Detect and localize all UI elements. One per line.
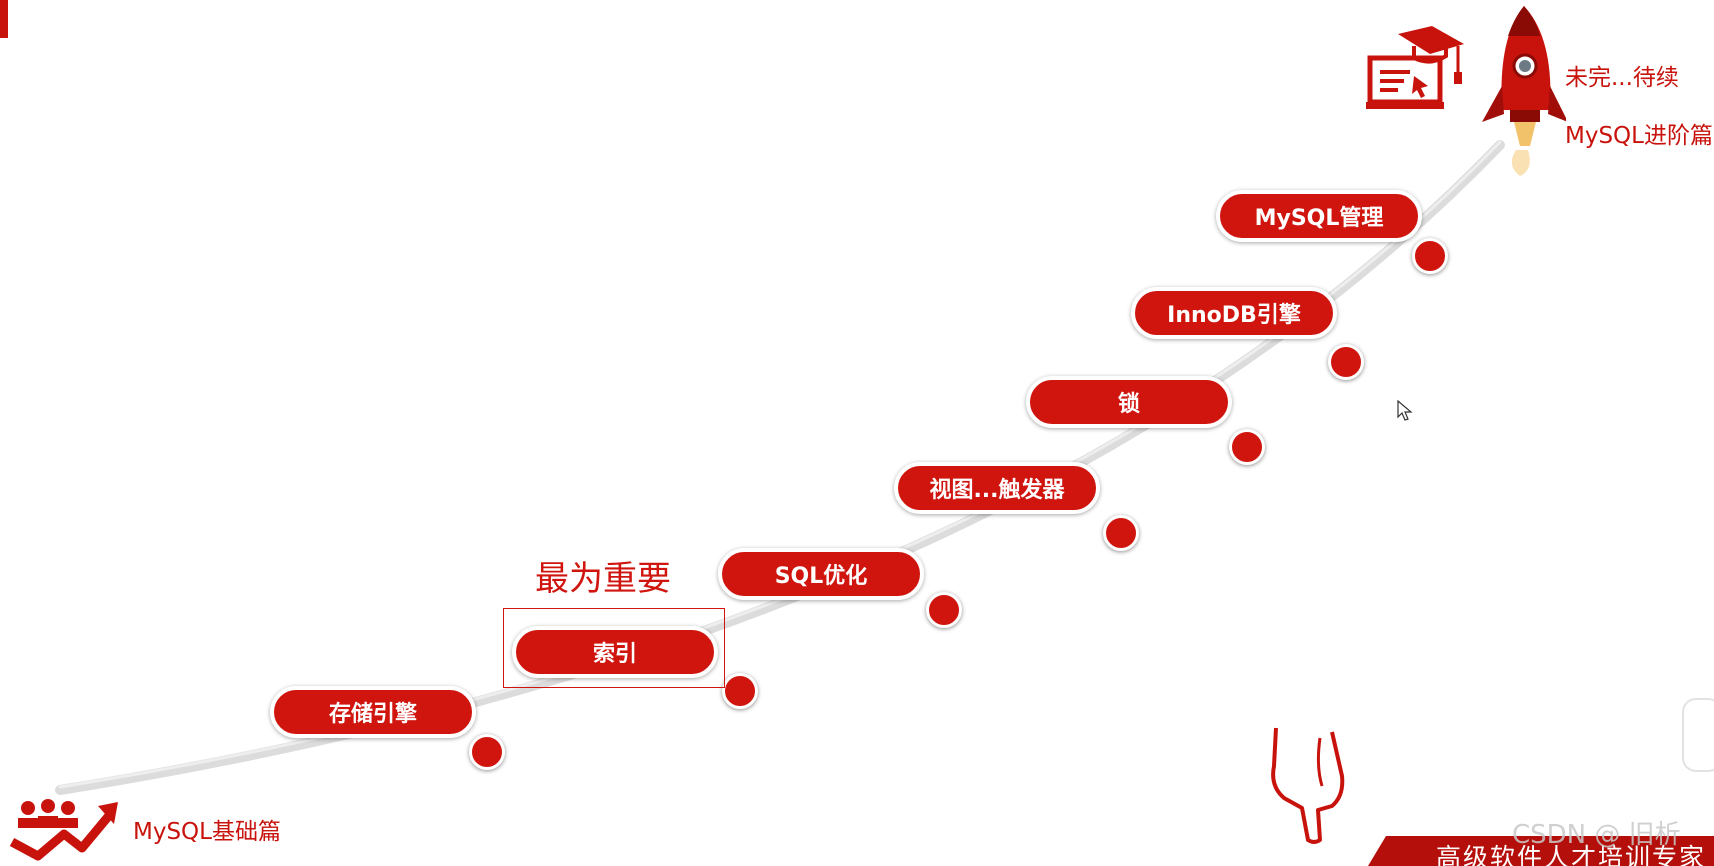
todo-label: 未完...待续: [1565, 65, 1679, 91]
stage-dot-sql-optimization: [926, 592, 962, 628]
stage-dot-mysql-management: [1412, 238, 1448, 274]
footer-banner: 高级软件人才培训专家: [1368, 836, 1714, 866]
team-growth-arrow-icon: [9, 799, 118, 861]
stage-sql-optimization[interactable]: SQL优化: [718, 548, 924, 600]
stage-label: MySQL管理: [1254, 206, 1384, 231]
stage-index[interactable]: 索引: [512, 626, 718, 678]
mouse-cursor-icon: [1397, 400, 1413, 421]
stage-label: 视图...触发器: [929, 478, 1065, 503]
stage-views-triggers[interactable]: 视图...触发器: [894, 462, 1100, 514]
advanced-label: MySQL进阶篇: [1565, 123, 1713, 149]
stage-dot-innodb-engine: [1328, 344, 1364, 380]
stage-label: 锁: [1117, 392, 1140, 417]
stage-label: SQL优化: [774, 564, 868, 589]
stage-label: InnoDB引擎: [1167, 303, 1301, 328]
stage-label: 索引: [592, 642, 637, 667]
stage-dot-lock: [1229, 429, 1265, 465]
stage-dot-views-triggers: [1103, 515, 1139, 551]
stage-dot-index: [722, 673, 758, 709]
stage-mysql-management[interactable]: MySQL管理: [1216, 190, 1422, 242]
stage-label: 存储引擎: [328, 702, 417, 727]
highlight-note: 最为重要: [535, 559, 671, 599]
laptop-graduation-cap-icon: [1366, 26, 1464, 109]
watermark: CSDN @ 旧析: [1512, 820, 1681, 850]
corner-mark: [0, 0, 8, 38]
footer-slogan: 高级软件人才培训专家: [1436, 843, 1707, 866]
highlight-box: [503, 608, 725, 688]
stage-dot-storage-engine: [469, 734, 505, 770]
side-tab[interactable]: [1682, 698, 1714, 772]
stage-storage-engine[interactable]: 存储引擎: [270, 686, 476, 738]
rocket-icon: [1482, 6, 1566, 176]
basic-label: MySQL基础篇: [133, 819, 281, 845]
stage-innodb-engine[interactable]: InnoDB引擎: [1131, 287, 1337, 339]
stage-lock[interactable]: 锁: [1026, 376, 1232, 428]
pointing-hand-icon: [1271, 727, 1345, 844]
